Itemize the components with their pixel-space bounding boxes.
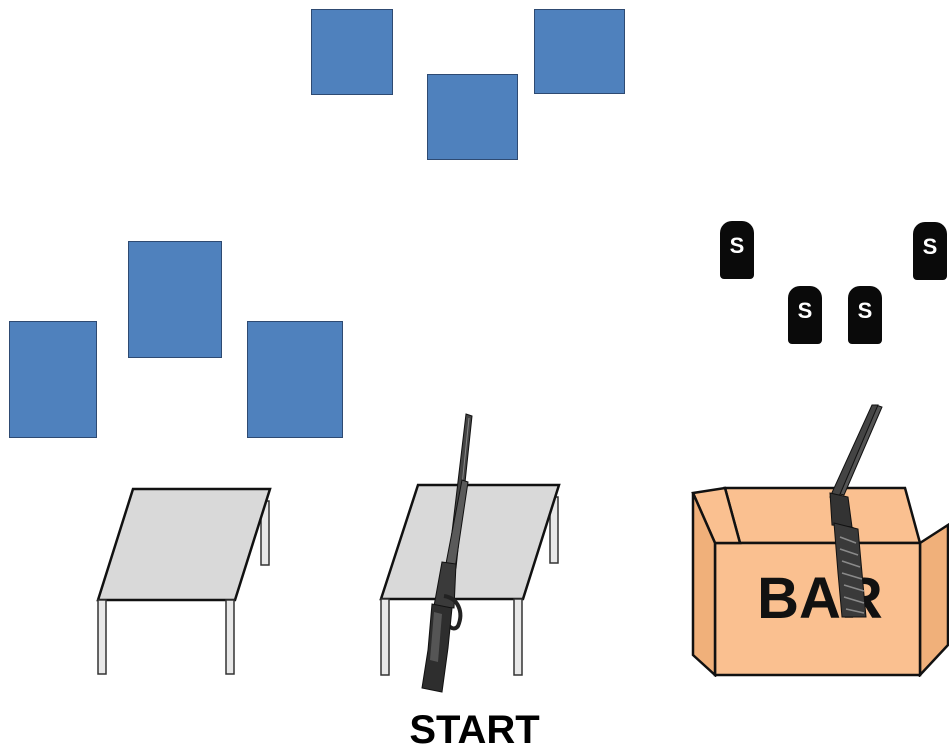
barrel-box: BAR [691,486,949,677]
steel-target: S [788,286,822,344]
start-table [379,483,561,676]
shotgun-icon [829,404,883,618]
steel-target: S [913,222,947,280]
paper-target [247,321,343,438]
paper-target [9,321,97,438]
start-label: START [409,708,540,751]
rifle-icon [421,413,473,693]
table [96,487,272,675]
steel-target: S [848,286,882,344]
paper-target [534,9,625,94]
paper-target [427,74,518,160]
paper-target [128,241,222,358]
steel-target: S [720,221,754,279]
paper-target [311,9,393,95]
